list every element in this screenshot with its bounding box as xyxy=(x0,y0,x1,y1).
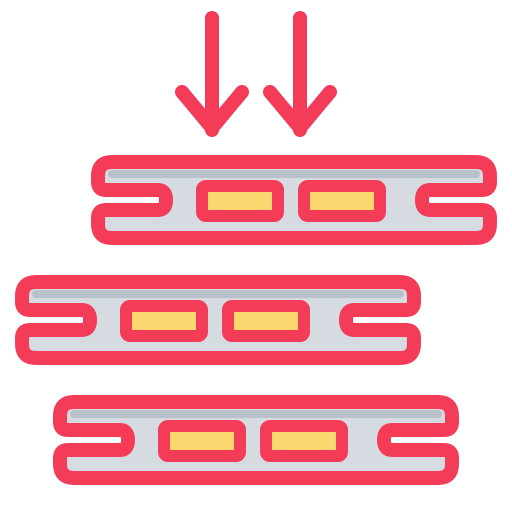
plank-slot xyxy=(120,300,208,342)
plank-slot xyxy=(196,180,284,222)
plank-slot xyxy=(260,420,348,462)
down-arrow-icon xyxy=(263,11,337,137)
plank-1 xyxy=(91,155,497,245)
plank-highlight xyxy=(70,410,442,418)
plank-highlight xyxy=(32,290,404,298)
plank-3 xyxy=(53,395,459,485)
plank-body xyxy=(53,395,459,485)
plank-highlight xyxy=(108,170,480,178)
plank-slot xyxy=(222,300,310,342)
down-arrow-icon xyxy=(175,11,249,137)
down-arrows xyxy=(175,11,337,137)
plank-body xyxy=(15,275,421,365)
plank-slot xyxy=(158,420,246,462)
plank-2 xyxy=(15,275,421,365)
plank-body xyxy=(91,155,497,245)
plank-slot xyxy=(298,180,386,222)
plank-stack xyxy=(15,155,497,485)
